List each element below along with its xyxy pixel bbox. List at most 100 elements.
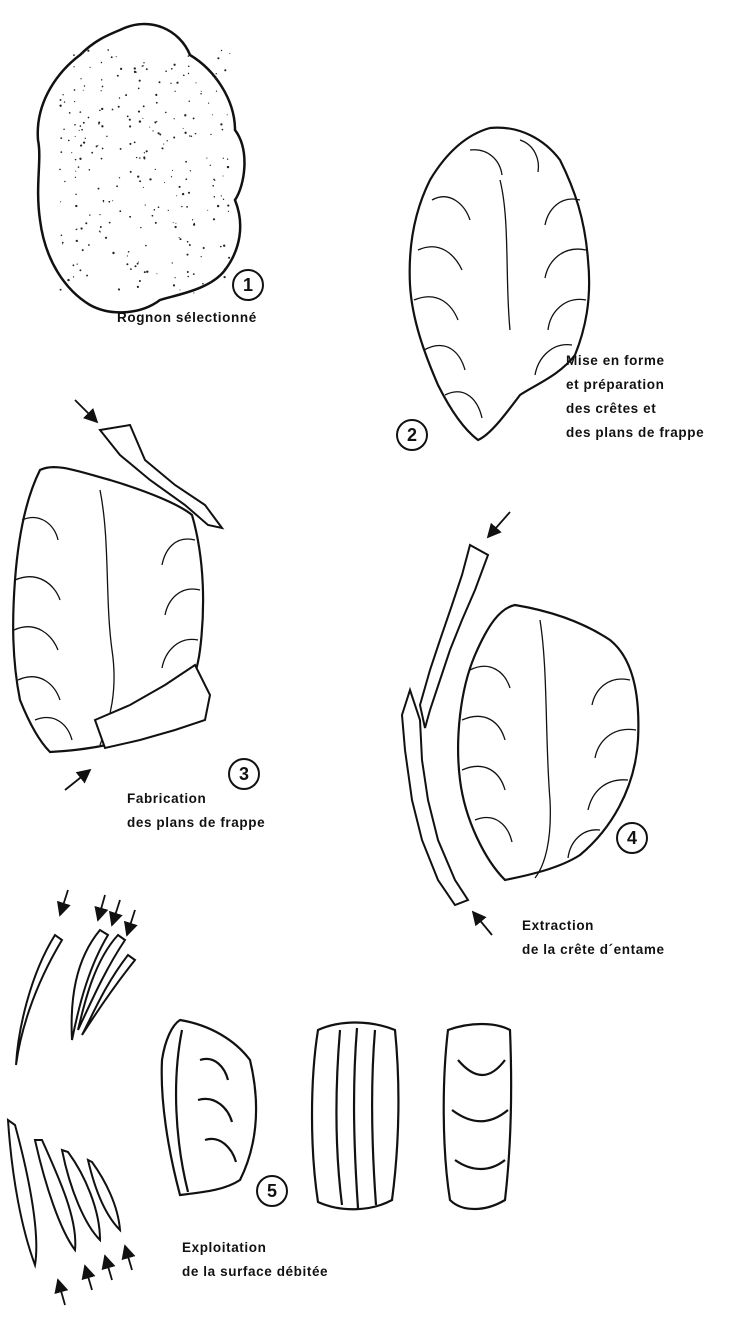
stipple-dot	[101, 125, 103, 127]
stipple-dot	[192, 219, 193, 220]
stipple-dot	[101, 62, 103, 64]
crest-blade-lower	[402, 690, 468, 905]
stipple-dot	[193, 273, 195, 275]
stipple-dot	[168, 210, 169, 211]
stipple-dot	[107, 49, 109, 51]
stipple-dot	[75, 136, 76, 137]
stipple-dot	[75, 194, 76, 195]
stipple-dot	[187, 271, 189, 273]
stipple-dot	[185, 178, 187, 180]
stipple-dot	[187, 241, 189, 243]
stipple-dot	[134, 71, 136, 73]
stipple-dot	[188, 192, 190, 194]
stipple-dot	[222, 129, 224, 131]
stage-3-line-2: des plans de frappe	[127, 811, 265, 835]
stipple-dot	[64, 181, 65, 182]
stipple-dot	[127, 115, 129, 117]
stipple-dot	[224, 69, 226, 71]
stipple-dot	[193, 117, 195, 119]
stage-2-caption: Mise en forme et préparation des crêtes …	[566, 349, 704, 445]
stipple-dot	[81, 227, 83, 229]
arrow-crest-upper	[488, 512, 510, 537]
stipple-dot	[224, 268, 225, 269]
stipple-dot	[208, 103, 209, 104]
stipple-dot	[227, 205, 229, 207]
stipple-dot	[173, 64, 175, 66]
stipple-dot	[195, 82, 196, 83]
stipple-dot	[188, 55, 189, 56]
stipple-dot	[69, 112, 71, 114]
arrow-crest-lower	[473, 912, 492, 935]
stipple-dot	[63, 129, 65, 131]
exploited-core-front	[312, 1023, 398, 1210]
stipple-dot	[213, 218, 215, 220]
stipple-dot	[136, 72, 137, 73]
stipple-dot	[119, 210, 121, 212]
stipple-dot	[217, 205, 219, 207]
stipple-dot	[59, 105, 61, 107]
stipple-dot	[112, 200, 113, 201]
stipple-dot	[91, 152, 93, 154]
stipple-dot	[189, 100, 190, 101]
stipple-dot	[216, 90, 217, 91]
stage-2-line-1: Mise en forme	[566, 349, 704, 373]
stipple-dot	[117, 75, 119, 77]
stipple-dot	[75, 205, 77, 207]
stipple-dot	[188, 73, 189, 74]
stage-5-line-2: de la surface débitée	[182, 1260, 328, 1284]
stipple-dot	[71, 152, 72, 153]
stage-4-caption: Extraction de la crête d´entame	[522, 914, 665, 962]
stipple-dot	[118, 288, 120, 290]
stipple-dot	[144, 158, 146, 160]
stipple-dot	[101, 158, 103, 160]
stipple-dot	[220, 246, 222, 248]
stipple-dot	[159, 134, 161, 136]
stipple-dot	[139, 280, 141, 282]
stipple-dot	[143, 187, 144, 188]
stipple-dot	[105, 237, 107, 239]
stipple-dot	[76, 240, 78, 242]
stipple-dot	[79, 269, 81, 271]
stipple-dot	[173, 222, 174, 223]
stipple-dot	[173, 284, 175, 286]
stipple-dot	[109, 222, 111, 224]
stipple-dot	[155, 94, 157, 96]
stipple-dot	[143, 105, 145, 107]
stipple-dot	[74, 124, 76, 126]
stipple-dot	[207, 210, 208, 211]
stipple-dot	[152, 215, 154, 217]
stipple-dot	[220, 123, 222, 125]
stipple-dot	[83, 141, 85, 143]
stipple-dot	[76, 229, 77, 230]
stipple-dot	[78, 166, 80, 168]
stipple-dot	[172, 262, 173, 263]
stipple-dot	[217, 57, 219, 59]
stipple-dot	[112, 109, 114, 111]
stipple-dot	[137, 286, 139, 288]
stipple-dot	[74, 101, 75, 102]
stipple-dot	[102, 148, 104, 150]
stipple-dot	[108, 201, 110, 203]
stipple-dot	[164, 182, 165, 183]
stipple-dot	[129, 216, 131, 218]
stipple-dot	[159, 81, 161, 83]
stipple-dot	[155, 222, 157, 224]
stipple-dot	[119, 177, 120, 178]
stage-2-line-3: des crêtes et	[566, 397, 704, 421]
stipple-dot	[61, 234, 63, 236]
stipple-dot	[101, 90, 102, 91]
crest-core-drawing	[458, 605, 638, 880]
stipple-dot	[172, 170, 173, 171]
stipple-dot	[149, 127, 150, 128]
stipple-dot	[60, 289, 62, 291]
stage-4-line-2: de la crête d´entame	[522, 938, 665, 962]
stipple-dot	[130, 171, 132, 173]
stipple-dot	[171, 176, 172, 177]
stipple-dot	[165, 70, 167, 72]
stipple-dot	[166, 140, 167, 141]
stipple-dot	[139, 80, 141, 82]
stipple-dot	[210, 282, 212, 284]
stipple-dot	[202, 283, 204, 285]
stipple-dot	[181, 206, 182, 207]
stage-4-line-1: Extraction	[522, 914, 665, 938]
